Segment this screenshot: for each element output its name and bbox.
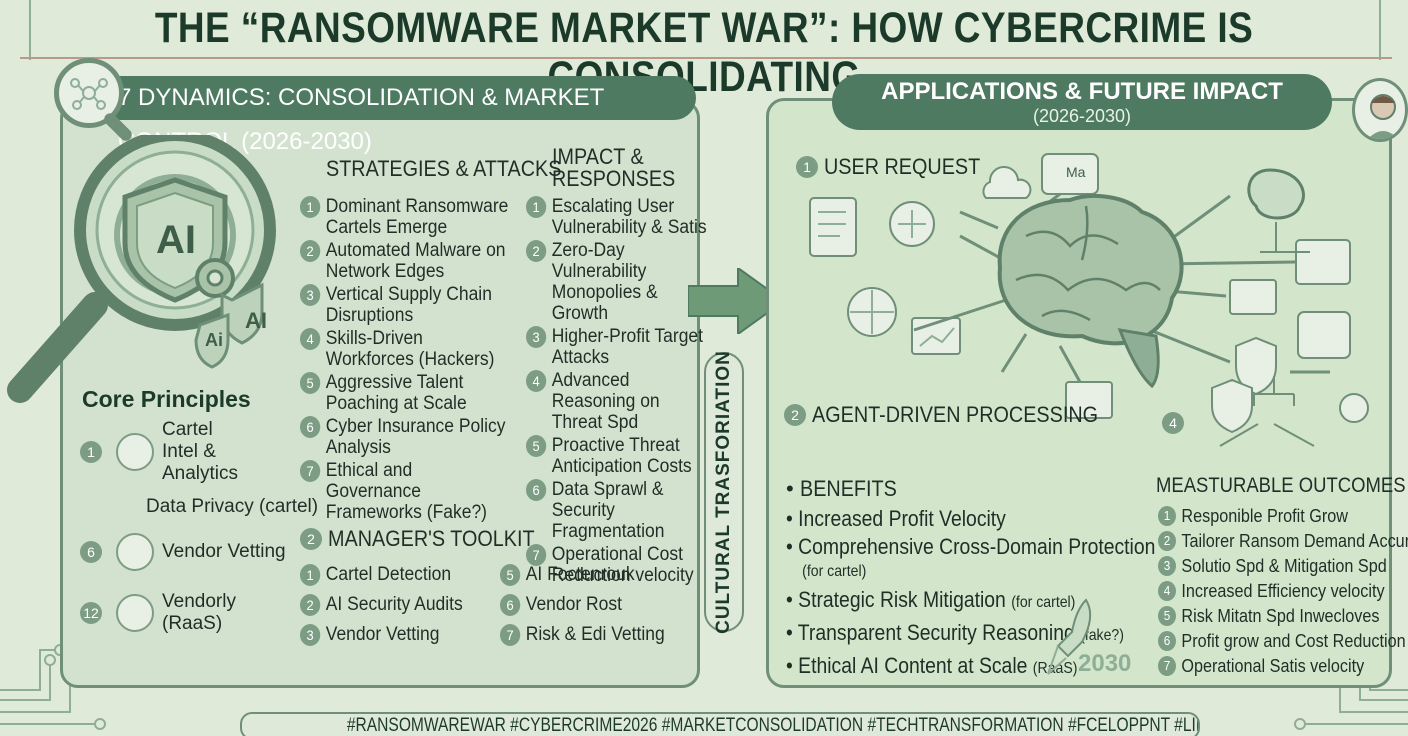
small-shield-label-2: Ai: [205, 330, 223, 350]
step-user-request: 1 USER REQUEST: [796, 156, 998, 178]
core-item: 6 Vendor Vetting: [80, 530, 300, 574]
cultural-transformation-label: CULTURAL TRASFORIATION: [713, 350, 735, 634]
core-item-data-privacy: Data Privacy (cartel): [146, 496, 319, 517]
benefit-item: • Increased Profit Velocity: [786, 506, 1006, 531]
user-avatar-icon: [1352, 78, 1408, 142]
benefit-item: • Transparent Security Reasoning (fake?): [786, 620, 1124, 645]
brain-network-illustration: [809, 153, 1369, 447]
network-nodes-icon: [116, 433, 154, 471]
benefit-item: • Comprehensive Cross-Domain Protection …: [786, 534, 1156, 581]
benefits-title: • BENEFITS: [786, 476, 897, 501]
handshake-icon: [116, 594, 154, 632]
year-label: 2030: [1078, 650, 1132, 677]
step-four-badge: 4: [1162, 412, 1190, 434]
benefits-list: • BENEFITS • Increased Profit Velocity •…: [786, 476, 1160, 682]
core-item: 12 Vendorly (RaaS): [80, 588, 300, 638]
impact-header: IMPACT & RESPONSES: [552, 144, 676, 191]
outcomes-title: MEASTURABLE OUTCOMES: [1156, 474, 1406, 497]
flow-arrow-icon: [688, 268, 786, 334]
strategies-header: STRATEGIES & ATTACKS: [326, 156, 562, 181]
title-divider: [20, 57, 1392, 59]
magnifier-network-icon: [54, 58, 124, 128]
chat-bubble-text: Ma: [1066, 164, 1086, 180]
small-shield-label-1: AI: [245, 308, 267, 333]
ai-magnifier-illustration: [7, 135, 276, 403]
ai-shield-label: AI: [156, 218, 196, 262]
core-item: 1 Cartel Intel & Analytics: [80, 419, 300, 484]
benefit-item: • Ethical AI Content at Scale (RaaS): [786, 653, 1078, 678]
cultural-transformation-box: [704, 352, 744, 632]
person-badge-icon: [116, 533, 154, 571]
benefit-item: • Strategic Risk Mitigation (for cartel): [786, 587, 1076, 612]
hashtag-bar: #RANSOMWAREWAR #CYBERCRIME2026 #MARKETCO…: [240, 712, 1200, 736]
dynamics-header: 7 DYNAMICS: CONSOLIDATION & MARKET CONTR…: [98, 76, 696, 155]
step-agent-processing: 2 AGENT-DRIVEN PROCESSING: [784, 404, 1130, 426]
toolkit-header: 2 MANAGER'S TOOLKIT: [300, 528, 558, 550]
applications-header: APPLICATIONS & FUTURE IMPACT (2026-2030): [832, 74, 1332, 130]
core-principles-title: Core Principles: [82, 386, 251, 412]
rocket-icon: [1047, 598, 1092, 675]
